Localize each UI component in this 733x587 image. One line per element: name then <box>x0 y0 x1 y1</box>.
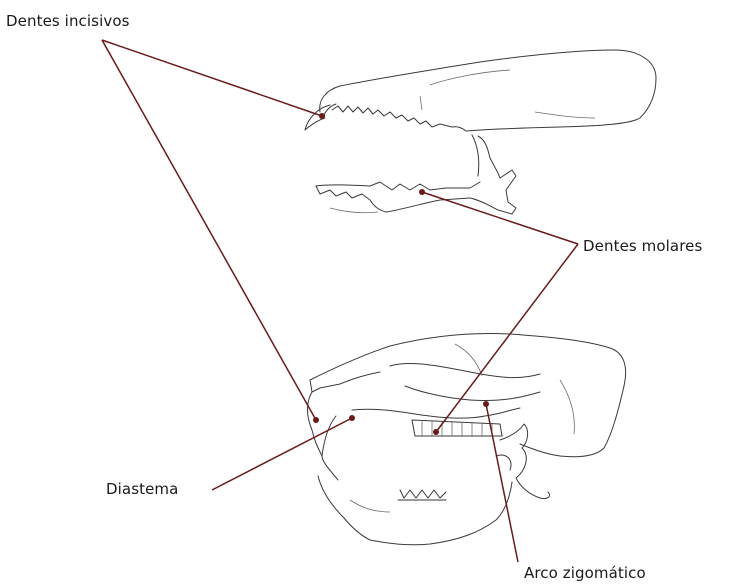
label-diastema: Diastema <box>106 480 178 498</box>
label-molars: Dentes molares <box>583 237 702 255</box>
marker-zygomatic-arch <box>483 401 489 407</box>
leader-molars-top <box>422 192 578 244</box>
skull-mandible-drawing <box>308 334 626 545</box>
marker-molar-top <box>419 189 425 195</box>
marker-diastema <box>349 415 355 421</box>
leader-diastema <box>212 418 352 490</box>
marker-incisor-bottom <box>313 417 319 423</box>
marker-molar-bottom <box>433 429 439 435</box>
leader-incisors-bottom <box>102 40 316 420</box>
label-incisors: Dentes incisivos <box>6 12 130 30</box>
skull-lateral-drawing <box>305 50 656 214</box>
marker-incisor-top <box>319 113 325 119</box>
leader-zygomatic-arch <box>486 404 518 562</box>
leader-incisors-top <box>102 40 322 116</box>
label-zygomatic-arch: Arco zigomático <box>524 564 646 582</box>
